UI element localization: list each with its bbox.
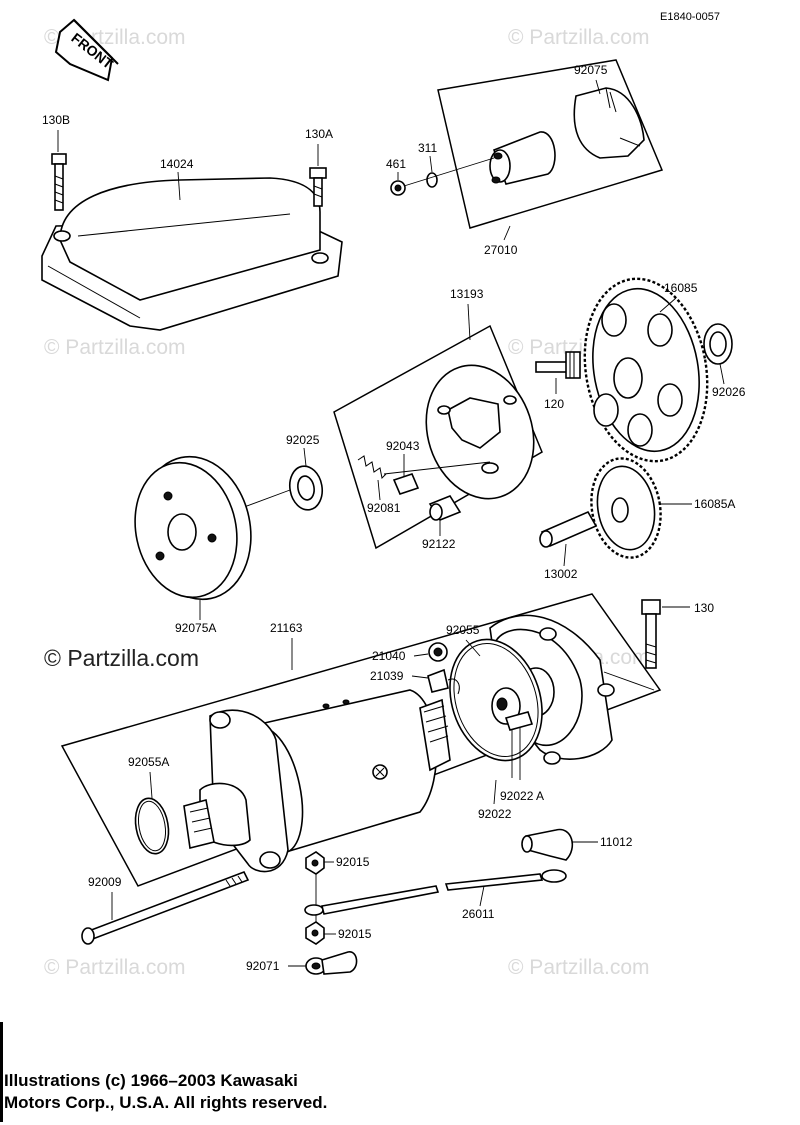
label-461: 461: [386, 157, 406, 171]
cover-14024: [41, 177, 343, 331]
label-92022A: 92022 A: [500, 789, 544, 803]
label-92081: 92081: [367, 501, 401, 515]
label-130B: 130B: [42, 113, 70, 127]
pin-92043: [392, 473, 420, 495]
cable-26011: [304, 869, 567, 916]
diagram-code: E1840-0057: [660, 11, 720, 23]
copyright-line-2: Motors Corp., U.S.A. All rights reserved…: [4, 1093, 328, 1112]
label-92122: 92122: [422, 537, 456, 551]
label-130: 130: [694, 601, 714, 615]
label-21163: 21163: [270, 621, 303, 635]
watermark-dark: © Partzilla.com: [44, 645, 199, 671]
label-21039: 21039: [370, 669, 404, 683]
label-92026: 92026: [712, 385, 746, 399]
gear-16085A: [590, 457, 662, 559]
label-92025: 92025: [286, 433, 320, 447]
label-27010: 27010: [484, 243, 518, 257]
terminal-92071: [305, 951, 358, 975]
frame-21163: [60, 593, 662, 887]
label-92009: 92009: [88, 875, 122, 889]
label-21040: 21040: [372, 649, 406, 663]
washer-92025: [288, 465, 324, 511]
copyright-notice: Illustrations (c) 1966–2003 Kawasaki Mot…: [4, 1070, 604, 1114]
bolt-130A: [309, 167, 327, 207]
label-13002: 13002: [544, 567, 578, 581]
bearing-92022: [491, 687, 534, 731]
label-311: 311: [418, 141, 437, 155]
copyright-line-1: Illustrations (c) 1966–2003 Kawasaki: [4, 1071, 298, 1090]
washer-92026: [703, 323, 733, 365]
boot-11012: [521, 828, 574, 861]
label-16085A: 16085A: [694, 497, 735, 511]
gear-16085: [583, 277, 709, 463]
frame-27010: [437, 59, 664, 229]
label-92055: 92055: [446, 623, 480, 637]
label-92015-upper: 92015: [336, 855, 370, 869]
bolt-130: [641, 599, 661, 669]
nut-92015-lower: [305, 921, 325, 945]
label-14024: 14024: [160, 157, 194, 171]
plate-92075A: [134, 455, 252, 601]
label-92043: 92043: [386, 439, 420, 453]
spring-92081: [357, 455, 387, 480]
label-26011: 26011: [462, 907, 495, 921]
relay-cover-92075: [573, 87, 645, 159]
nut-92015-upper: [305, 851, 325, 875]
label-92075: 92075: [574, 63, 608, 77]
o-ring-92055A: [134, 797, 170, 855]
clutch-13193: [425, 364, 535, 500]
brush-21040: [428, 642, 448, 662]
watermark: © Partzilla.com: [44, 956, 186, 979]
starter-relay-27010: [489, 131, 556, 185]
left-border-bar: [0, 1022, 3, 1122]
label-11012: 11012: [600, 835, 633, 849]
label-130A: 130A: [305, 127, 333, 141]
watermark: © Partzilla.com: [508, 956, 650, 979]
label-92071: 92071: [246, 959, 280, 973]
label-16085: 16085: [664, 281, 698, 295]
roller-92122: [428, 495, 462, 521]
nut-461: [390, 180, 406, 196]
label-92075A: 92075A: [175, 621, 216, 635]
label-92055A: 92055A: [128, 755, 169, 769]
label-13193: 13193: [450, 287, 484, 301]
label-120: 120: [544, 397, 564, 411]
label-92022: 92022: [478, 807, 512, 821]
bolt-130B: [51, 153, 67, 211]
watermark: © Partzilla.com: [44, 336, 186, 359]
bolt-120: [535, 351, 581, 379]
through-bolt-92009: [81, 870, 250, 945]
label-92015-lower: 92015: [338, 927, 372, 941]
brush-21039: [427, 668, 460, 695]
frame-13193: [333, 324, 543, 550]
watermark: © Partzilla.com: [508, 26, 650, 49]
starter-motor-21163: [183, 689, 451, 873]
washer-311: [426, 172, 438, 188]
shaft-13002: [539, 510, 598, 548]
